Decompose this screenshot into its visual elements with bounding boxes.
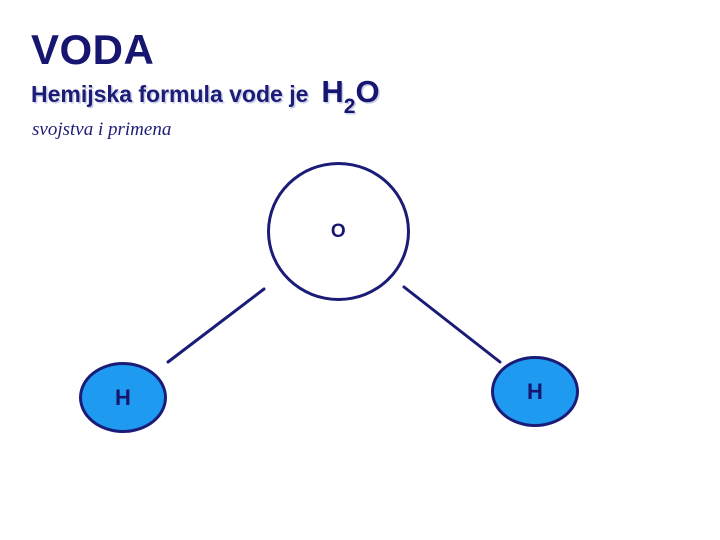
heading-block: VODA Hemijska formula vode je H2O svojst… [0,0,720,160]
water-molecule-diagram: O H H [0,150,720,480]
formula-element-hydrogen: H [321,74,344,109]
subtitle-line: Hemijska formula vode je H2O [31,74,380,117]
bonds-layer [166,285,502,364]
atom-oxygen[interactable]: O [267,162,410,301]
atom-hydrogen-right[interactable]: H [491,356,579,427]
tagline: svojstva i primena [32,119,172,140]
atom-hydrogen-left[interactable]: H [79,362,167,433]
formula-element-oxygen: O [355,74,380,109]
bond-oxygen-hydrogen-left [166,287,266,364]
page-title: VODA [31,26,155,73]
bond-oxygen-hydrogen-right [402,285,502,364]
subtitle-text: Hemijska formula vode je [31,81,309,107]
chemical-formula: H2O [321,74,380,117]
formula-subscript: 2 [343,95,356,119]
